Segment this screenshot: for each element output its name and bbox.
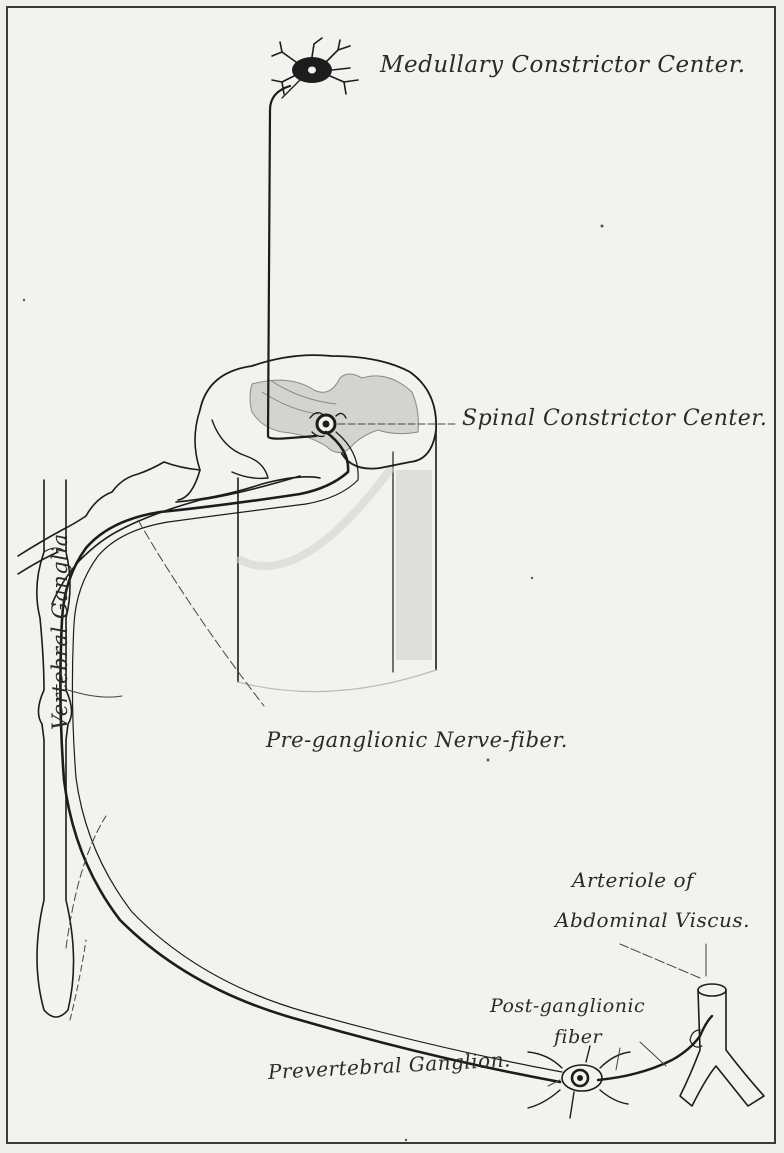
label-vertebral-ganglia: Vertebral Ganglia bbox=[48, 533, 72, 730]
spinal-cord bbox=[200, 355, 436, 691]
prevertebral-ganglion bbox=[528, 1046, 630, 1118]
label-postganglionic-line2: fiber bbox=[554, 1026, 602, 1048]
label-postganglionic-line1: Post-ganglionic bbox=[490, 995, 645, 1017]
label-spinal-constrictor-center: Spinal Constrictor Center. bbox=[462, 406, 767, 431]
postganglionic-fiber bbox=[598, 1016, 712, 1080]
label-arteriole-line1: Arteriole of bbox=[572, 868, 694, 892]
label-arteriole-line2: Abdominal Viscus. bbox=[555, 908, 750, 932]
arteriole bbox=[680, 984, 764, 1106]
preganglionic-fiber bbox=[60, 432, 562, 1082]
label-preganglionic-fiber: Pre-ganglionic Nerve-fiber. bbox=[266, 728, 568, 752]
label-medullary-constrictor-center: Medullary Constrictor Center. bbox=[380, 52, 746, 78]
